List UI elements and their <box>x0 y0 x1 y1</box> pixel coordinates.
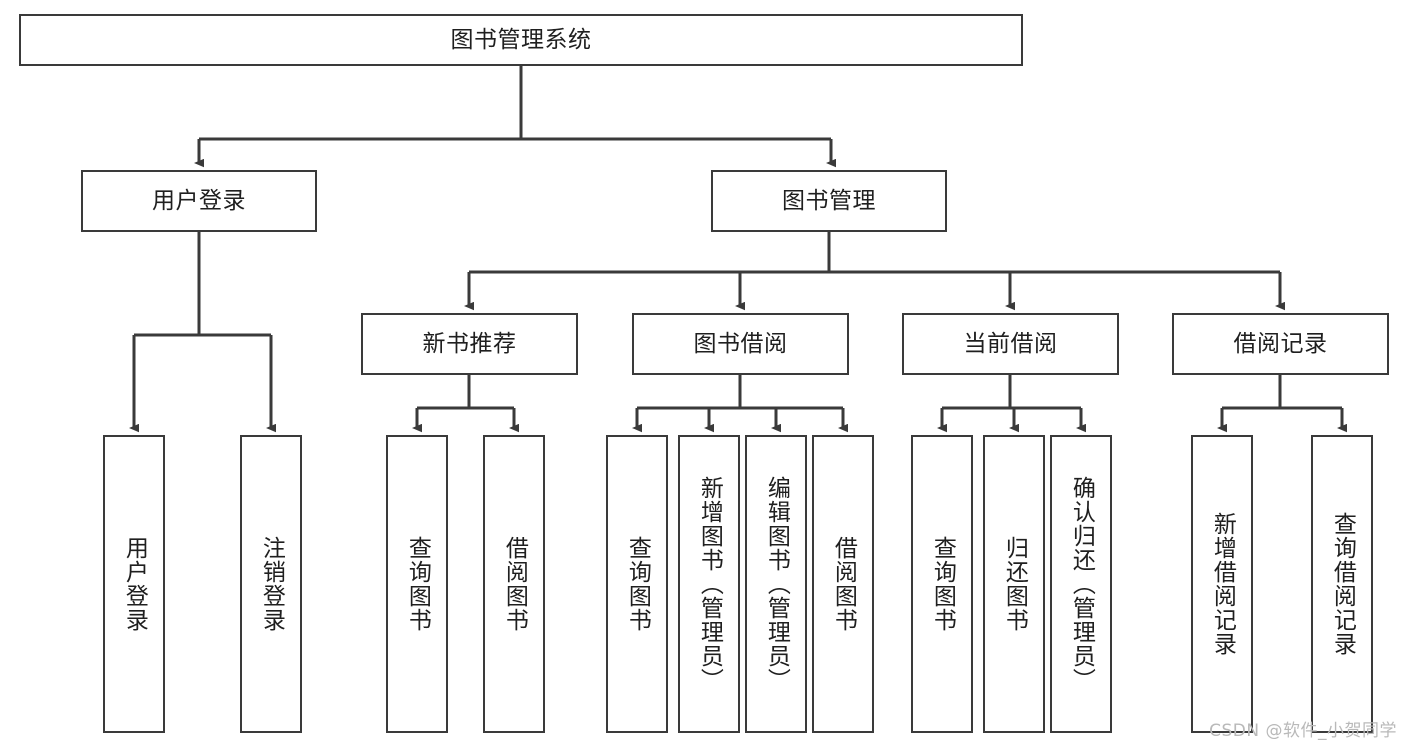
leaf-confirm-return-admin[interactable]: 确认归还（管理员） <box>1050 435 1112 733</box>
node-label: 借阅记录 <box>1233 330 1328 357</box>
leaf-borrow-book-2[interactable]: 借阅图书 <box>812 435 874 733</box>
node-label: 查询图书 <box>929 536 956 632</box>
node-book-borrowing[interactable]: 图书借阅 <box>632 313 849 375</box>
node-label: 图书管理 <box>782 187 876 214</box>
node-user-login[interactable]: 用户登录 <box>81 170 317 232</box>
node-label: 新增图书（管理员） <box>696 476 723 692</box>
node-label: 确认归还（管理员） <box>1068 476 1095 692</box>
node-root-system[interactable]: 图书管理系统 <box>19 14 1023 66</box>
node-label: 查询图书 <box>404 536 431 632</box>
leaf-user-login[interactable]: 用户登录 <box>103 435 165 733</box>
leaf-query-book-3[interactable]: 查询图书 <box>911 435 973 733</box>
leaf-borrow-book-1[interactable]: 借阅图书 <box>483 435 545 733</box>
leaf-logout[interactable]: 注销登录 <box>240 435 302 733</box>
leaf-query-book-2[interactable]: 查询图书 <box>606 435 668 733</box>
node-label: 图书管理系统 <box>450 26 592 53</box>
leaf-add-borrow-record[interactable]: 新增借阅记录 <box>1191 435 1253 733</box>
node-current-borrowing[interactable]: 当前借阅 <box>902 313 1119 375</box>
node-borrowing-records[interactable]: 借阅记录 <box>1172 313 1389 375</box>
csdn-watermark: CSDN @软件_小贺同学 <box>1209 721 1397 741</box>
node-label: 新增借阅记录 <box>1209 512 1236 656</box>
node-label: 用户登录 <box>121 536 148 632</box>
leaf-add-book-admin[interactable]: 新增图书（管理员） <box>678 435 740 733</box>
node-label: 归还图书 <box>1001 536 1028 632</box>
node-label: 借阅图书 <box>830 536 857 632</box>
node-label: 查询图书 <box>624 536 651 632</box>
node-book-management[interactable]: 图书管理 <box>711 170 947 232</box>
node-label: 用户登录 <box>152 187 246 214</box>
node-label: 编辑图书（管理员） <box>763 476 790 692</box>
node-label: 借阅图书 <box>501 536 528 632</box>
node-new-book-recommendation[interactable]: 新书推荐 <box>361 313 578 375</box>
leaf-return-book[interactable]: 归还图书 <box>983 435 1045 733</box>
node-label: 图书借阅 <box>693 330 788 357</box>
node-label: 查询借阅记录 <box>1329 512 1356 656</box>
leaf-edit-book-admin[interactable]: 编辑图书（管理员） <box>745 435 807 733</box>
node-label: 新书推荐 <box>422 330 517 357</box>
leaf-query-book-1[interactable]: 查询图书 <box>386 435 448 733</box>
node-label: 当前借阅 <box>963 330 1058 357</box>
leaf-query-borrow-record[interactable]: 查询借阅记录 <box>1311 435 1373 733</box>
node-label: 注销登录 <box>258 536 285 632</box>
